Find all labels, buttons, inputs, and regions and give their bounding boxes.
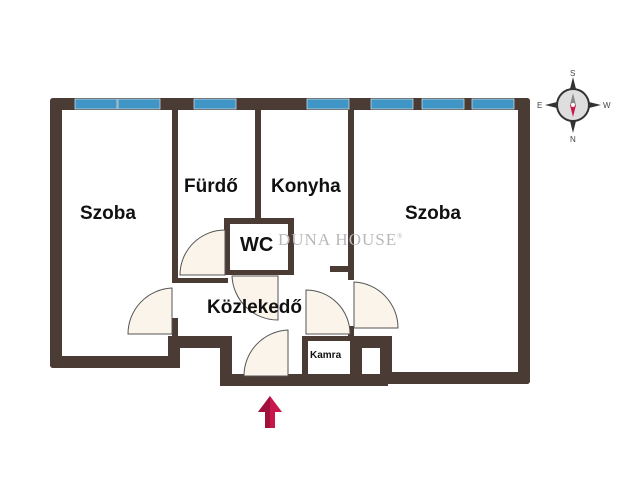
doors (127, 229, 399, 377)
room-label-konyha: Konyha (271, 176, 341, 197)
door-kamra (305, 289, 351, 335)
windows (74, 98, 515, 110)
door-furdo (179, 229, 226, 276)
door-szoba-right (353, 281, 399, 329)
room-label-szoba-left: Szoba (80, 203, 136, 224)
compass-n-label: N (570, 135, 576, 144)
room-label-kozlekedo: Közlekedő (207, 297, 303, 318)
walls (50, 98, 530, 386)
compass-icon (545, 77, 601, 133)
entrance-arrow (258, 396, 282, 428)
room-label-wc: WC (240, 234, 274, 256)
compass-s-label: S (570, 69, 576, 78)
door-entrance (243, 329, 289, 377)
door-szoba-left (127, 287, 173, 335)
room-label-kamra: Kamra (310, 350, 342, 361)
watermark-registered: ® (397, 232, 404, 241)
compass-w-label: W (603, 101, 611, 110)
door-wc (231, 275, 279, 321)
room-label-szoba-right: Szoba (405, 203, 461, 224)
watermark: DUNA HOUSE® (278, 230, 403, 250)
room-label-furdo: Fürdő (184, 176, 238, 197)
watermark-text: DUNA HOUSE (278, 230, 398, 249)
compass-e-label: E (537, 101, 543, 110)
